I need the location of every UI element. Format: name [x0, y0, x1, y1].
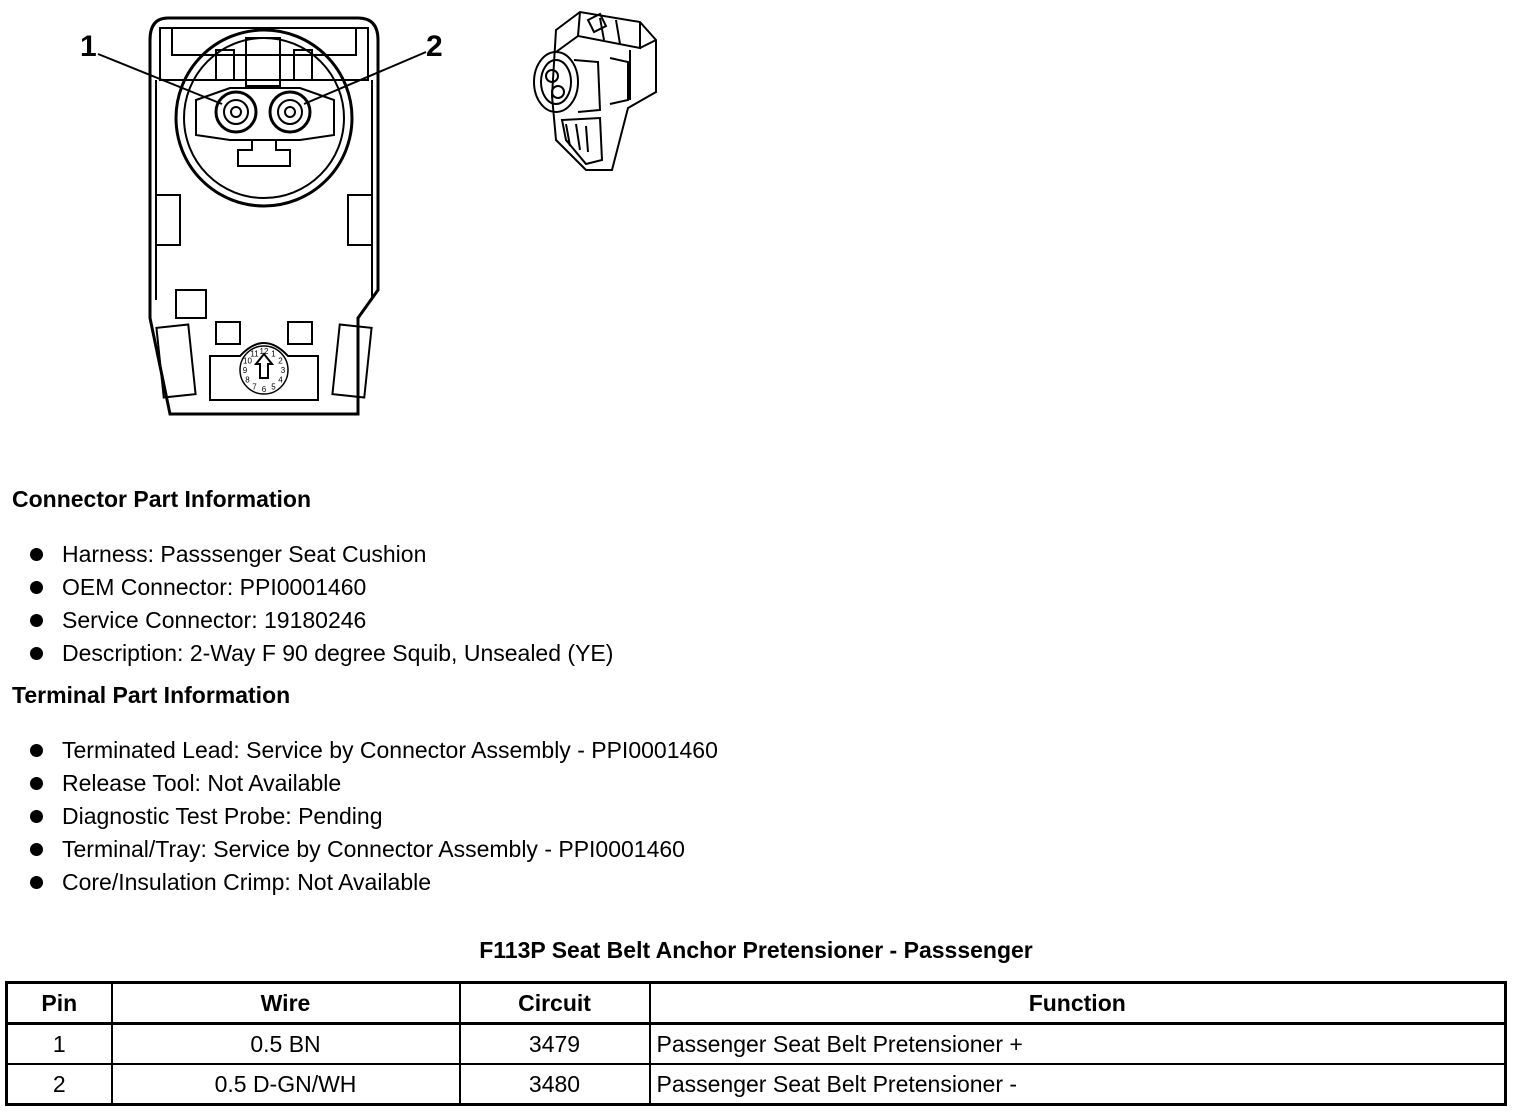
header-function: Function [648, 981, 1507, 1025]
cell-wire: 0.5 BN [110, 1022, 461, 1065]
clock-number: 10 [243, 357, 252, 366]
header-circuit: Circuit [458, 981, 651, 1025]
cell-circuit: 3479 [458, 1022, 651, 1065]
connector-isometric-view [533, 10, 657, 171]
list-item: Terminated Lead: Service by Connector As… [28, 734, 718, 767]
pin-table: Pin Wire Circuit Function 1 0.5 BN 3479 … [5, 981, 1507, 1106]
clock-number: 3 [281, 366, 286, 375]
cell-function: Passenger Seat Belt Pretensioner - [648, 1063, 1507, 1106]
list-item: Release Tool: Not Available [28, 767, 718, 800]
list-item: Diagnostic Test Probe: Pending [28, 800, 718, 833]
clock-number: 5 [271, 383, 276, 392]
clock-number: 12 [260, 347, 269, 356]
clock-number: 1 [271, 350, 276, 359]
list-item: OEM Connector: PPI0001460 [28, 571, 613, 604]
pin-table-title: F113P Seat Belt Anchor Pretensioner - Pa… [479, 937, 1033, 963]
list-item: Core/Insulation Crimp: Not Available [28, 866, 718, 899]
clock-number: 4 [278, 376, 283, 385]
header-wire: Wire [110, 981, 461, 1025]
clock-number: 9 [243, 366, 248, 375]
callout-number-2: 2 [426, 30, 443, 63]
list-item: Service Connector: 19180246 [28, 604, 613, 637]
clock-number: 8 [245, 376, 250, 385]
table-row: 2 0.5 D-GN/WH 3480 Passenger Seat Belt P… [5, 1063, 1507, 1106]
clock-number: 2 [278, 357, 283, 366]
terminal-info-heading: Terminal Part Information [12, 682, 291, 708]
cell-wire: 0.5 D-GN/WH [110, 1063, 461, 1106]
list-item: Harness: Passsenger Seat Cushion [28, 538, 613, 571]
list-item: Description: 2-Way F 90 degree Squib, Un… [28, 637, 613, 670]
pin-callouts [97, 51, 427, 105]
connector-info-list: Harness: Passsenger Seat Cushion OEM Con… [28, 538, 613, 670]
cell-pin: 1 [5, 1022, 113, 1065]
table-row: 1 0.5 BN 3479 Passenger Seat Belt Preten… [5, 1022, 1507, 1065]
cell-function: Passenger Seat Belt Pretensioner + [648, 1022, 1507, 1065]
cell-pin: 2 [5, 1063, 113, 1106]
header-pin: Pin [5, 981, 113, 1025]
clock-number: 6 [262, 385, 267, 394]
connector-info-heading: Connector Part Information [12, 486, 312, 512]
callout-number-1: 1 [80, 30, 97, 63]
clock-number: 11 [250, 350, 259, 359]
list-item: Terminal/Tray: Service by Connector Asse… [28, 833, 718, 866]
table-header-row: Pin Wire Circuit Function [5, 981, 1507, 1025]
cell-circuit: 3480 [458, 1063, 651, 1106]
clock-number: 7 [252, 383, 257, 392]
terminal-info-list: Terminated Lead: Service by Connector As… [28, 734, 718, 899]
